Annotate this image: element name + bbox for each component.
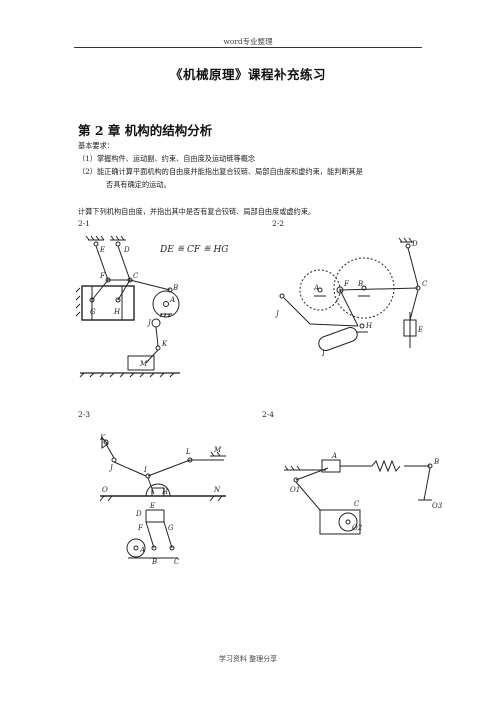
point-label: K	[161, 340, 168, 348]
point-label: F	[343, 280, 350, 288]
point-label: F	[137, 524, 144, 532]
mechanism-diagram-2-3: K J I L M O H N D E F G A B C	[99, 434, 226, 566]
point-label: N	[213, 486, 221, 494]
point-label: I	[143, 466, 147, 474]
point-label: J	[108, 464, 114, 472]
point-label: K	[99, 434, 106, 442]
point-label: F	[99, 272, 106, 280]
requirement-item-1: （1）掌握构件、运动副、约束、自由度及运动链等概念	[78, 154, 256, 163]
point-label: J	[274, 310, 280, 318]
point-label: M	[213, 446, 222, 454]
point-label: D	[411, 240, 418, 248]
point-label: O2	[352, 524, 363, 532]
header-divider	[74, 47, 422, 48]
problem-label-2-3: 2-3	[78, 410, 91, 419]
document-title: 《机械原理》课程补充练习	[169, 67, 326, 82]
point-label: E	[99, 246, 105, 254]
requirements-heading: 基本要求：	[78, 141, 114, 150]
point-label: B	[151, 558, 157, 566]
page-footer: 学习资料 整理分享	[218, 655, 278, 663]
point-label: O	[102, 486, 108, 494]
point-label: O1	[290, 486, 300, 494]
point-label: O3	[432, 502, 443, 510]
point-label: E	[417, 326, 423, 334]
point-label: G	[168, 524, 174, 532]
page-header: word专业整理	[223, 37, 273, 46]
point-label: D	[123, 246, 130, 254]
point-label: B	[357, 280, 363, 288]
chapter-heading: 第 2 章 机构的结构分析	[78, 123, 213, 138]
mechanism-diagram-2-4: A B O1 C O2 O3	[284, 452, 443, 535]
point-label: B	[172, 284, 178, 292]
point-label: A	[139, 546, 145, 554]
point-label: J	[146, 319, 152, 327]
point-label: I	[321, 350, 325, 358]
point-label: E	[149, 502, 155, 510]
mechanism-diagram-2-2: D F A B C E J H I	[274, 237, 428, 358]
point-label: M	[139, 360, 148, 368]
problem-label-2-4: 2-4	[262, 410, 275, 419]
point-label: H	[365, 322, 373, 330]
point-label: C	[354, 500, 360, 508]
exercise-instruction: 计算下列机构自由度，并指出其中是否有复合铰链、局部自由度或虚约束。	[78, 207, 316, 216]
problem-label-2-1: 2-1	[78, 219, 91, 228]
problem-label-2-2: 2-2	[272, 219, 285, 228]
requirement-item-2: （2）能正确计算平面机构的自由度并能指出复合铰链、局部自由度和虚约束，能判断其是	[78, 167, 363, 176]
point-label: H	[113, 308, 121, 316]
mechanism-diagram-2-1: E D F C B A G H J K M DE ≝ CF ≝ HG	[75, 235, 228, 378]
point-label: B	[433, 458, 439, 466]
point-label: A	[169, 296, 175, 304]
point-label: A	[313, 284, 319, 292]
point-label: C	[133, 272, 139, 280]
point-label: G	[90, 308, 96, 316]
point-label: A	[331, 452, 337, 460]
point-label: H	[161, 488, 169, 496]
point-label: L	[185, 448, 191, 456]
point-label: C	[174, 558, 180, 566]
requirement-item-2-continued: 否具有确定的运动。	[106, 180, 171, 189]
equal-links-note: DE ≝ CF ≝ HG	[159, 245, 228, 255]
point-label: C	[422, 280, 428, 288]
point-label: D	[135, 510, 142, 518]
